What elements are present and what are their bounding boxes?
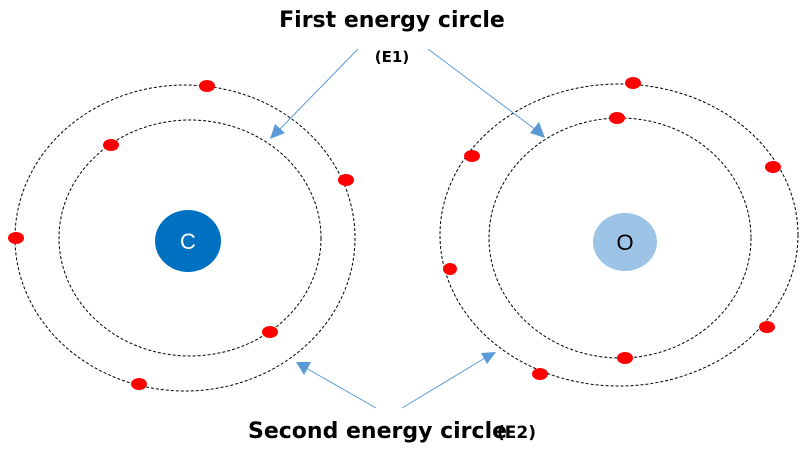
oxygen-atom: O	[439, 77, 799, 387]
oxygen-nucleus-label: O	[616, 230, 633, 255]
arrow-head-icon	[530, 122, 545, 138]
carbon-outer-electron	[8, 232, 24, 244]
arrow-to-carbon-inner-orbit	[278, 48, 359, 131]
first-energy-circle-label: First energy circle	[279, 8, 505, 33]
oxygen-outer-orbit	[439, 83, 799, 387]
first-energy-circle-sub-label: (E1)	[375, 48, 409, 66]
arrow-to-oxygen-outer-orbit	[401, 357, 486, 409]
oxygen-inner-electron	[609, 112, 625, 124]
carbon-nucleus	[155, 210, 221, 272]
carbon-inner-electron	[103, 139, 119, 151]
second-energy-circle-arrows	[296, 352, 496, 409]
oxygen-inner-electron	[464, 150, 480, 162]
second-energy-circle-label: Second energy circle	[248, 419, 507, 444]
oxygen-outer-electron	[759, 321, 775, 333]
arrow-head-icon	[296, 362, 311, 375]
carbon-outer-electron	[199, 80, 215, 92]
arrow-to-carbon-outer-orbit	[305, 367, 377, 409]
carbon-inner-electron	[262, 326, 278, 338]
carbon-outer-electron	[131, 378, 147, 390]
oxygen-inner-electron	[617, 352, 633, 364]
arrow-to-oxygen-inner-orbit	[427, 48, 537, 131]
oxygen-outer-electron	[532, 368, 548, 380]
first-energy-circle-arrows	[270, 48, 545, 139]
carbon-inner-orbit	[58, 119, 322, 357]
carbon-outer-electron	[338, 174, 354, 186]
carbon-nucleus-label: C	[180, 229, 196, 254]
oxygen-outer-electron	[625, 77, 641, 89]
oxygen-inner-electron	[443, 263, 457, 275]
arrow-head-icon	[481, 352, 496, 364]
second-energy-circle-sub-label: (E2)	[497, 423, 536, 443]
arrow-head-icon	[270, 124, 285, 139]
oxygen-nucleus	[593, 213, 657, 271]
oxygen-outer-electron	[765, 161, 781, 173]
carbon-atom: C	[8, 80, 356, 392]
